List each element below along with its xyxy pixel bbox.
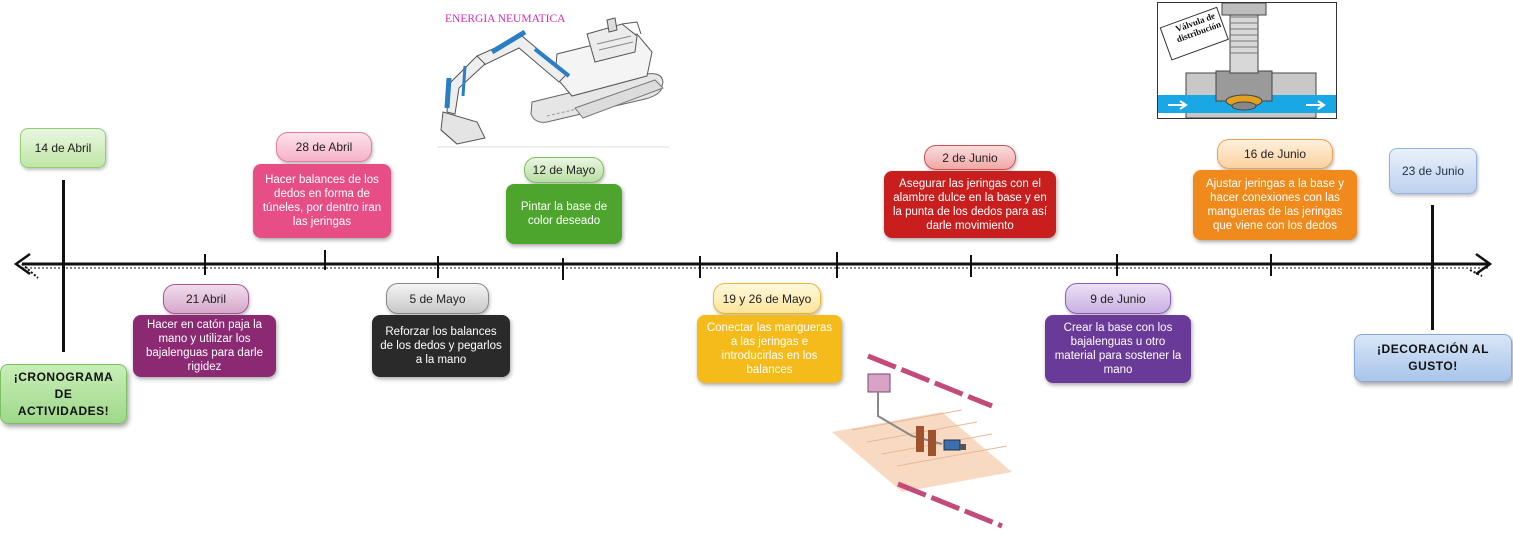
timeline-tick xyxy=(204,254,206,275)
closing-box: ¡DECORACIÓN AL GUSTO! xyxy=(1354,334,1512,382)
date-pill: 28 de Abril xyxy=(276,132,372,162)
pneumatic-circuit-image xyxy=(832,348,1022,533)
timeline-tick xyxy=(324,250,326,270)
pneumatic-circuit-icon xyxy=(832,353,1012,529)
event-card: Reforzar los balances de los dedos y peg… xyxy=(372,315,510,377)
date-pill: 9 de Junio xyxy=(1065,283,1171,314)
excavator-image: ENERGIA NEUMATICA xyxy=(437,4,669,148)
valve-image: Válvula de distribución xyxy=(1157,2,1337,119)
date-pill: 21 Abril xyxy=(163,284,249,314)
date-pill: 5 de Mayo xyxy=(386,283,489,314)
event-card: Asegurar las jeringas con el alambre dul… xyxy=(884,171,1056,238)
end-stem xyxy=(1431,205,1434,330)
date-pill: 12 de Mayo xyxy=(524,157,604,183)
excavator-label: ENERGIA NEUMATICA xyxy=(445,13,566,25)
page-title: ¡CRONOGRAMA DE ACTIVIDADES! xyxy=(0,364,127,424)
excavator-icon xyxy=(437,17,669,148)
event-card: Hacer balances de los dedos en forma de … xyxy=(253,164,391,238)
timeline-tick xyxy=(699,256,701,278)
date-pill: 19 y 26 de Mayo xyxy=(713,283,821,314)
event-card: Ajustar jeringas a la base y hacer conex… xyxy=(1193,170,1357,240)
event-card: Crear la base con los bajalenguas u otro… xyxy=(1045,315,1191,383)
timeline-tick xyxy=(970,255,972,277)
timeline-tick xyxy=(562,258,564,280)
date-pill: 16 de Junio xyxy=(1217,139,1333,169)
valve-icon xyxy=(1158,3,1336,118)
event-card: Pintar la base de color deseado xyxy=(506,184,622,244)
date-pill: 14 de Abril xyxy=(20,128,106,168)
date-pill: 2 de Junio xyxy=(924,145,1016,170)
event-card: Hacer en catón paja la mano y utilizar l… xyxy=(133,315,276,377)
timeline-tick xyxy=(437,256,439,278)
event-card: Conectar las mangueras a las jeringas e … xyxy=(697,315,842,383)
timeline-tick xyxy=(836,252,838,278)
timeline-tick xyxy=(1116,254,1118,276)
date-pill: 23 de Junio xyxy=(1389,148,1477,194)
timeline-tick xyxy=(1270,254,1272,276)
start-stem xyxy=(62,180,65,352)
